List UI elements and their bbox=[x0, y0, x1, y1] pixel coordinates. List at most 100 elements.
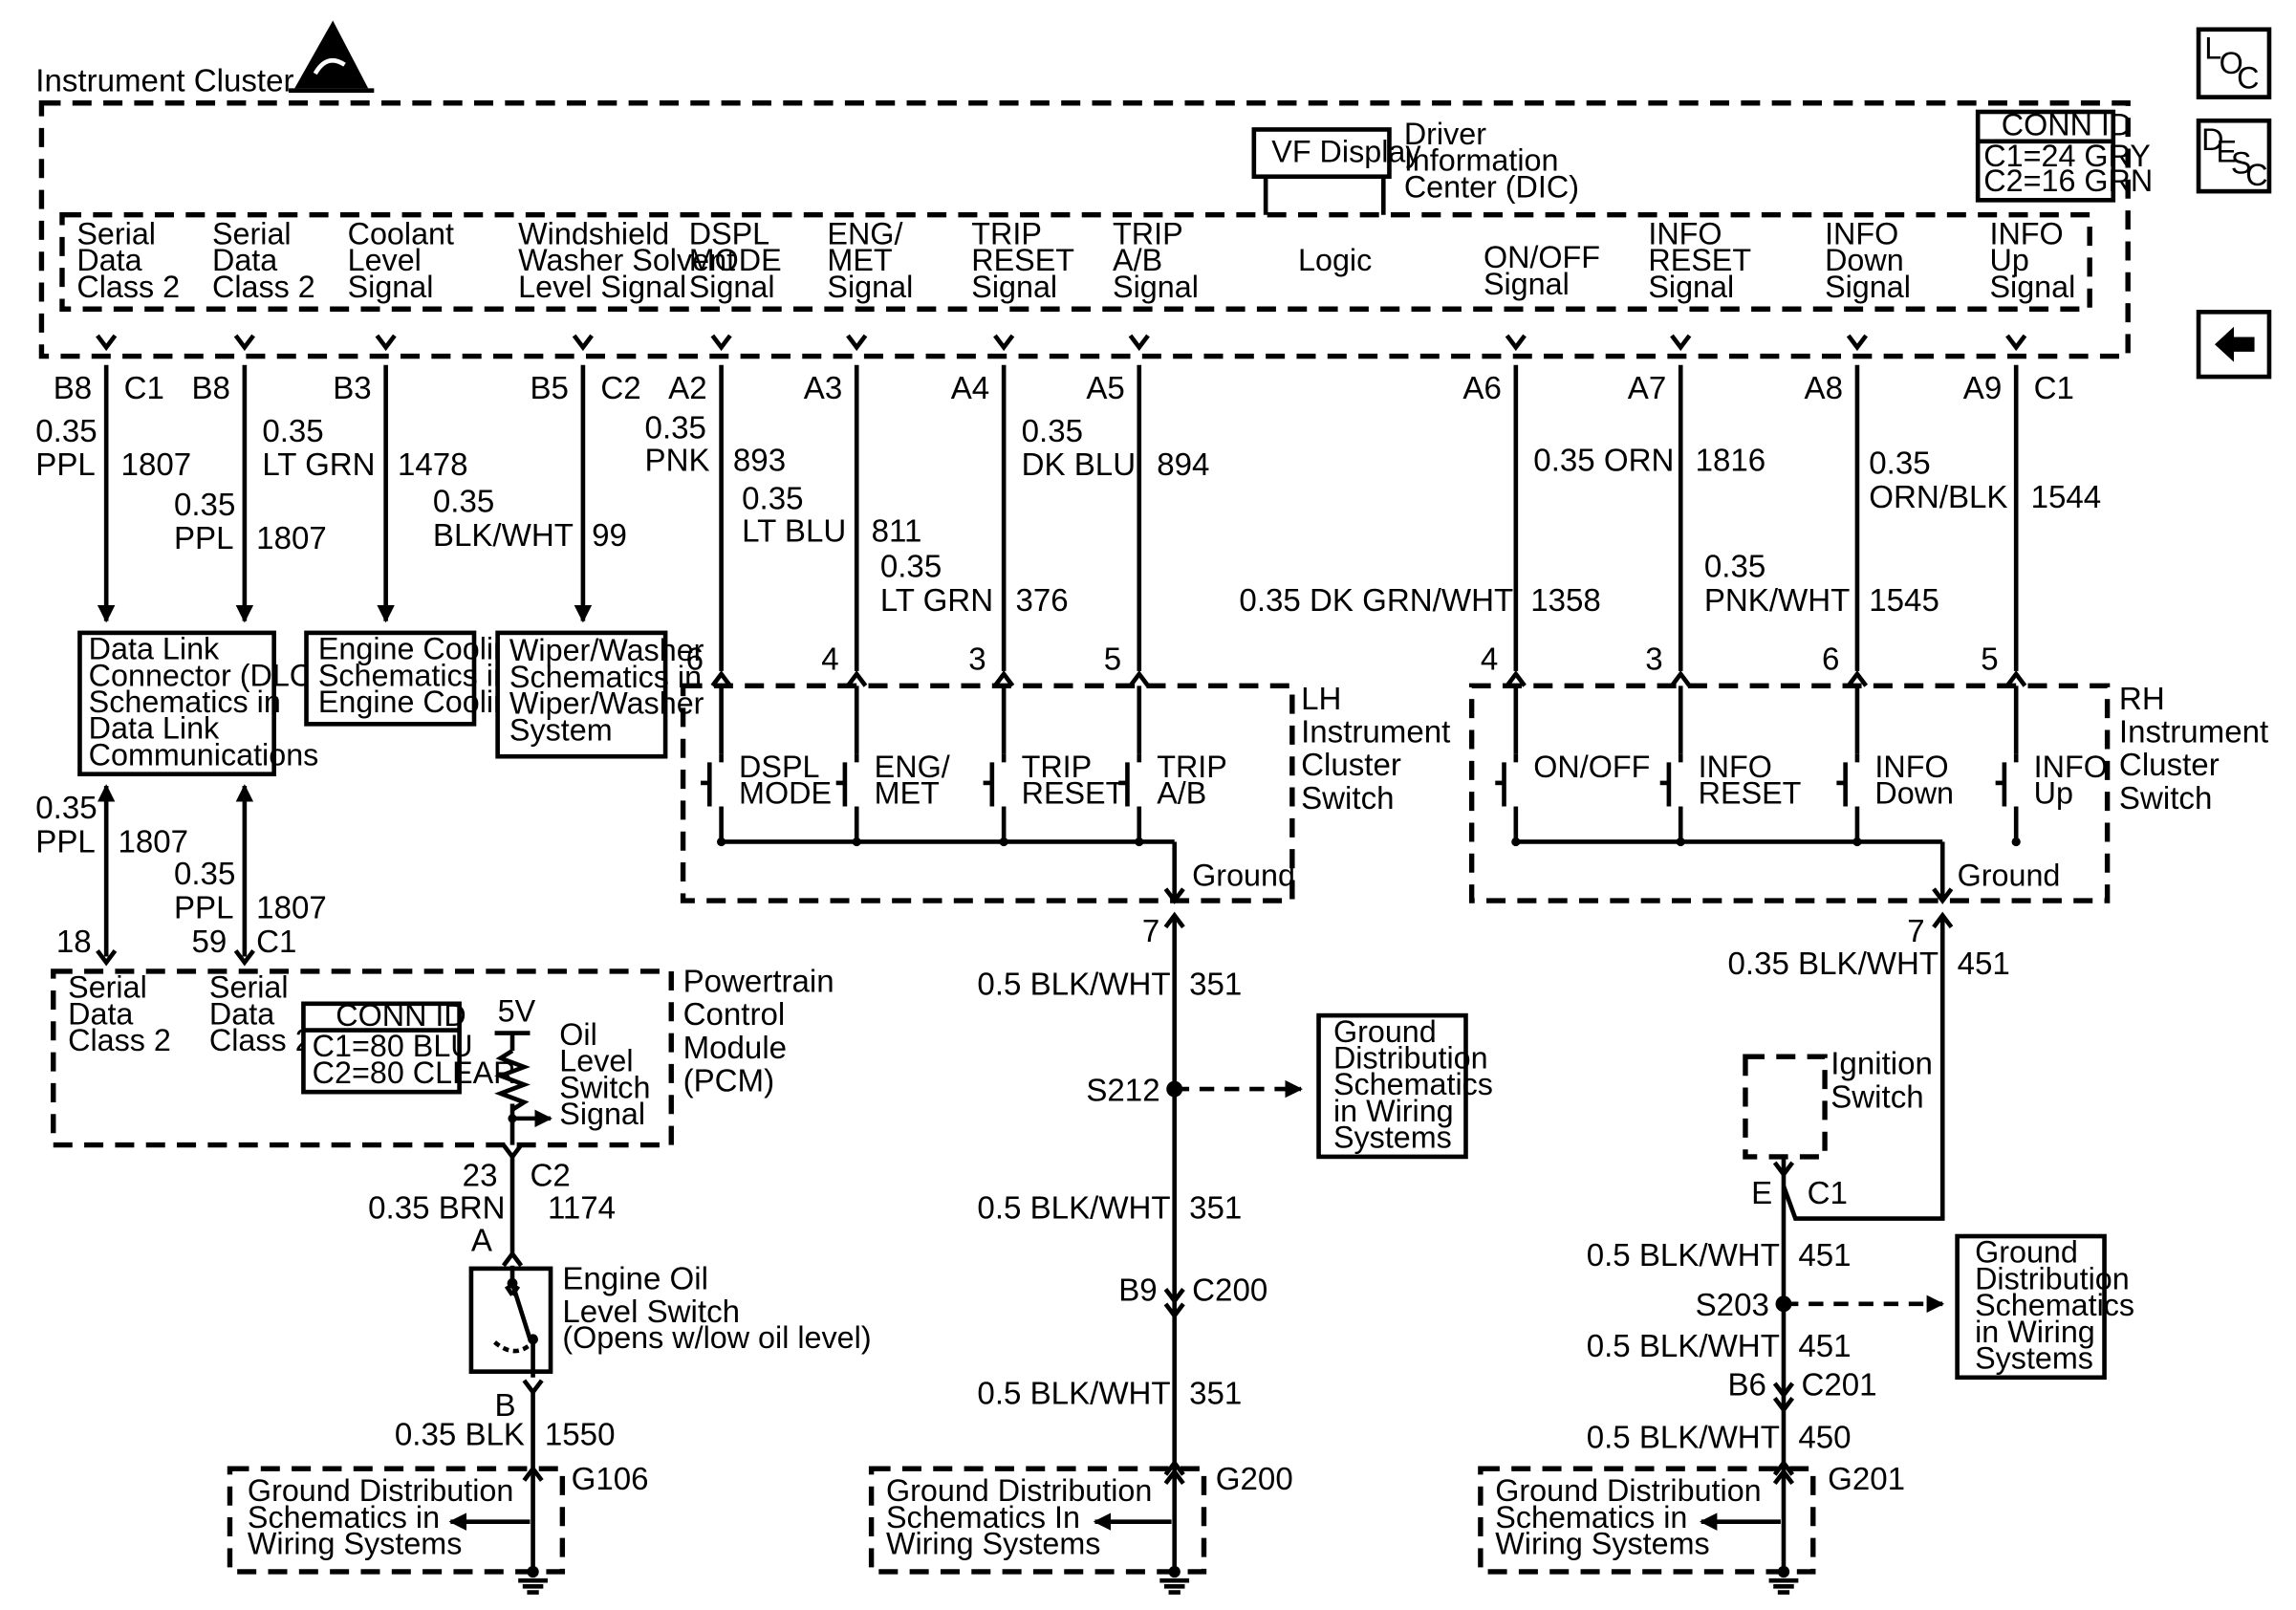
switch-label: RESET bbox=[1699, 775, 1802, 810]
desc-button[interactable]: D E S C bbox=[2196, 118, 2272, 194]
wire-size: 0.35 bbox=[742, 482, 803, 517]
connector-chevron bbox=[1772, 1161, 1795, 1179]
cluster-conn-id-box bbox=[1975, 109, 2116, 203]
pin-number: A5 bbox=[1086, 371, 1124, 406]
pin-number: A9 bbox=[1963, 371, 2002, 406]
ground-box-label: Ground bbox=[1333, 1014, 1437, 1049]
connector-chevron bbox=[1772, 1468, 1795, 1486]
wire-color: LT GRN bbox=[262, 447, 375, 483]
wire-circuit: 351 bbox=[1189, 1376, 1242, 1411]
cluster-signal-label: Windshield bbox=[518, 217, 669, 251]
wire-size: 0.35 bbox=[433, 485, 494, 520]
ground-box-label: Schematics in bbox=[248, 1500, 440, 1534]
ground-box-label: Ground Distribution bbox=[886, 1473, 1152, 1508]
wire-circuit: 351 bbox=[1189, 968, 1242, 1003]
pin-number: B3 bbox=[333, 371, 371, 406]
ground-icon bbox=[1768, 1565, 1799, 1595]
connector-chevron bbox=[2005, 334, 2027, 352]
connector-chevron bbox=[993, 334, 1015, 352]
cooling-label: Engine Cooling bbox=[318, 685, 528, 719]
back-button[interactable] bbox=[2196, 310, 2272, 380]
cluster-signal-label: RESET bbox=[1648, 243, 1751, 277]
pcm-conn-id-box bbox=[301, 1001, 462, 1095]
connector-chevron bbox=[1505, 334, 1527, 352]
ground-box-label: in Wiring bbox=[1975, 1315, 2095, 1349]
wire-color: PPL bbox=[174, 521, 234, 556]
pin-number: 7 bbox=[1142, 914, 1159, 949]
wire-circuit: 1807 bbox=[121, 447, 192, 483]
ground-distribution-box bbox=[1316, 1012, 1468, 1160]
desc-letter: C bbox=[2245, 158, 2267, 192]
cluster-signal-label: INFO bbox=[1648, 217, 1722, 251]
cluster-signal-label: ENG/ bbox=[827, 217, 902, 251]
page-title: Instrument Cluster bbox=[35, 63, 293, 98]
lh-switch-box bbox=[680, 683, 1295, 903]
switch-label: A/B bbox=[1157, 775, 1206, 810]
connector-chevron bbox=[1670, 670, 1692, 687]
connector-chevron bbox=[1163, 1288, 1185, 1305]
ground-distribution-box bbox=[868, 1466, 1207, 1575]
switch-label: MET bbox=[875, 775, 940, 810]
connector-chevron bbox=[1128, 670, 1150, 687]
voltage-label: 5V bbox=[498, 993, 536, 1028]
pin-label: B bbox=[495, 1388, 516, 1424]
switch-label: DSPL bbox=[739, 750, 819, 784]
switch-title: Instrument bbox=[1301, 715, 1450, 751]
wire-size: 0.35 bbox=[35, 791, 97, 826]
ground-distribution-box bbox=[1478, 1466, 1816, 1575]
switch-arc bbox=[493, 1340, 535, 1354]
dlc-label: Schematics in bbox=[89, 685, 281, 719]
ground-box-label: Distribution bbox=[1975, 1261, 2130, 1295]
instrument-cluster-box bbox=[38, 100, 2131, 359]
wire-label: 0.5 BLK/WHT bbox=[977, 1191, 1170, 1227]
switch-pin-number: 6 bbox=[686, 642, 704, 677]
wire-circuit: 811 bbox=[872, 513, 922, 549]
cluster-signal-label: Data bbox=[76, 243, 141, 277]
ground-label: Ground bbox=[1192, 859, 1295, 893]
pcm-title: Control bbox=[683, 997, 786, 1033]
pin-number: A8 bbox=[1805, 371, 1843, 406]
engine-cooling-reference-box[interactable] bbox=[304, 630, 477, 727]
wire-circuit: 894 bbox=[1157, 447, 1209, 483]
wiper-label: System bbox=[509, 712, 613, 747]
cluster-signal-label: Up bbox=[1989, 243, 2028, 277]
switch-title: LH bbox=[1301, 682, 1341, 717]
cluster-signal-label: Class 2 bbox=[212, 270, 315, 304]
wire-circuit: 1807 bbox=[256, 891, 327, 926]
cluster-signal-label: Signal bbox=[1113, 270, 1199, 304]
wire-color: LT BLU bbox=[742, 513, 846, 549]
loc-button[interactable]: L O C bbox=[2196, 27, 2272, 99]
switch-label: Up bbox=[2034, 775, 2073, 810]
ground-icon bbox=[1159, 1565, 1190, 1595]
cluster-signal-label: TRIP bbox=[971, 217, 1042, 251]
conn-id-c1: C1=24 GRY bbox=[1983, 139, 2151, 173]
cluster-signal-label: Serial bbox=[212, 217, 292, 251]
connector-chevron bbox=[846, 670, 868, 687]
connector-chevron bbox=[572, 334, 594, 352]
cluster-signal-label: Signal bbox=[348, 270, 434, 304]
ground-id: G201 bbox=[1828, 1462, 1905, 1497]
rh-switch-box bbox=[1468, 683, 2111, 903]
oil-switch-title: Engine Oil bbox=[562, 1261, 708, 1296]
cluster-signal-label: RESET bbox=[971, 243, 1074, 277]
wire-circuit: 451 bbox=[1958, 946, 2010, 982]
cluster-signal-label: A/B bbox=[1113, 243, 1162, 277]
loc-letter: L bbox=[2204, 32, 2221, 66]
oil-switch-title: Level Switch bbox=[562, 1295, 740, 1330]
ground-icon bbox=[518, 1565, 548, 1595]
ground-distribution-box bbox=[1955, 1233, 2107, 1381]
wire-size: 0.35 DK GRN/WHT bbox=[1239, 583, 1513, 619]
cluster-signal-label: ON/OFF bbox=[1484, 240, 1600, 274]
connector-id: C2 bbox=[600, 371, 640, 406]
switch-label: INFO bbox=[1699, 750, 1772, 784]
dlc-reference-box[interactable] bbox=[77, 630, 276, 776]
ignition-switch-label: Ignition bbox=[1830, 1047, 1933, 1082]
wire-size: 0.35 bbox=[1704, 549, 1765, 584]
wire-circuit: 893 bbox=[733, 444, 786, 479]
wiper-label: Wiper/Washer bbox=[509, 633, 704, 667]
cluster-signal-label: Serial bbox=[76, 217, 156, 251]
wiper-washer-reference-box[interactable] bbox=[495, 630, 668, 759]
ground-box-label: Ground bbox=[1975, 1235, 2078, 1270]
connector-chevron bbox=[233, 334, 255, 352]
